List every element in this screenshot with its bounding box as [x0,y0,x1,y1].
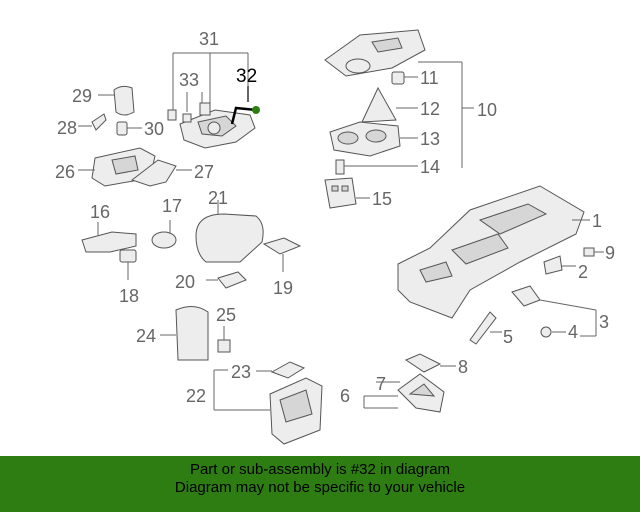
bolt-14[interactable] [335,159,418,175]
shift-knob-29[interactable] [98,85,135,116]
callout-4: 4 [568,322,578,342]
bin-22[interactable] [269,377,323,445]
info-banner: Part or sub-assembly is #32 in diagram D… [0,456,640,512]
callout-22: 22 [186,386,206,406]
callout-1: 1 [592,211,602,231]
console-panel-10[interactable] [324,29,426,77]
callout-20: 20 [175,272,195,292]
mat-19[interactable] [262,237,302,272]
collar-30[interactable] [116,121,142,136]
callout-25: 25 [216,305,236,325]
leaders-10 [418,61,474,168]
pad-20[interactable] [206,271,247,289]
leaders-6-7 [363,381,400,409]
callout-27: 27 [194,162,214,182]
callout-12: 12 [420,99,440,119]
clip-4[interactable] [540,326,566,338]
callout-24: 24 [136,326,156,346]
banner-line-1: Part or sub-assembly is #32 in diagram [189,461,451,478]
panel-24[interactable] [160,306,209,361]
strip-5[interactable] [469,311,502,345]
shift-cover-27[interactable] [130,159,192,187]
trim-28[interactable] [78,113,107,131]
callout-31: 31 [199,29,219,49]
handle-8[interactable] [404,353,456,373]
armrest-21[interactable] [195,200,264,263]
highlight-dot [252,106,260,114]
cupholder-13[interactable] [329,121,418,157]
callout-26: 26 [55,162,75,182]
cap-9[interactable] [583,247,604,257]
callout-11: 11 [420,68,439,88]
mat-23[interactable] [256,361,306,379]
callout-3: 3 [599,312,609,332]
callout-13: 13 [420,129,440,149]
callout-28: 28 [57,118,77,138]
diagram-svg: 29 28 30 31 33 32 26 [55,29,615,445]
bezel-7[interactable] [397,373,445,413]
callout-30: 30 [144,119,164,139]
callout-23: 23 [231,362,251,382]
callout-8: 8 [458,357,468,377]
callout-10: 10 [477,100,497,120]
callout-17: 17 [162,196,182,216]
switch-17[interactable] [151,220,177,249]
callout-14: 14 [420,157,440,177]
banner-line-2: Diagram may not be specific to your vehi… [174,479,466,496]
bracket-3[interactable] [511,285,541,307]
callout-33: 33 [179,70,199,90]
callout-16: 16 [90,202,110,222]
callout-29: 29 [72,86,92,106]
leaders-3 [539,299,597,337]
callout-2: 2 [578,262,588,282]
callout-5: 5 [503,327,513,347]
callout-15: 15 [372,189,392,209]
leaders-22 [213,369,270,411]
callout-21: 21 [208,188,228,208]
callout-9: 9 [605,243,615,263]
boot-12[interactable] [361,86,418,123]
callout-32: 32 [236,66,257,87]
shift-cable-32-highlight[interactable] [230,106,257,125]
clip-25[interactable] [217,326,231,353]
parts-diagram: 29 28 30 31 33 32 26 [55,29,615,445]
callout-18: 18 [119,286,139,306]
button-11[interactable] [391,71,418,85]
switch-panel-15[interactable] [324,177,370,209]
console-body-1[interactable] [397,185,590,319]
shifter-mechanism[interactable] [167,102,256,149]
callout-7: 7 [376,374,386,394]
pad-2[interactable] [543,255,576,275]
callout-6: 6 [340,386,350,406]
callout-19: 19 [273,278,293,298]
connector-18[interactable] [119,249,137,280]
callout-31-leaders [172,52,249,110]
sensor-16[interactable] [81,222,137,253]
